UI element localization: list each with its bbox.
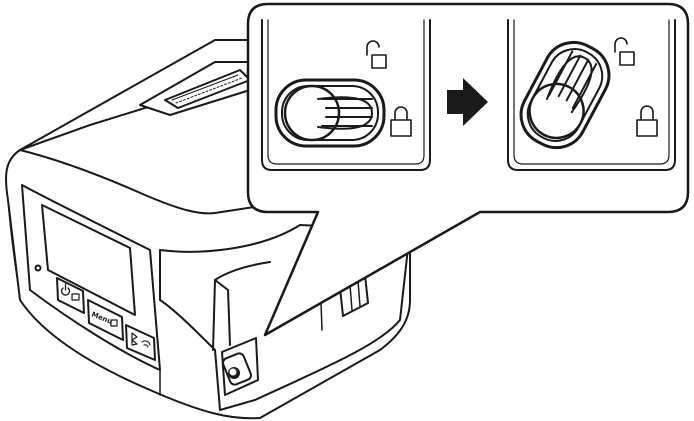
status-led xyxy=(34,264,42,272)
lock-icon xyxy=(636,105,658,137)
ok-icon xyxy=(110,319,118,327)
bluetooth-icon xyxy=(131,332,138,346)
lock-switch-locked xyxy=(519,40,611,150)
printer-body: Menu xyxy=(5,39,411,420)
lock-switch-unlocked xyxy=(274,78,386,148)
cover-lock-switch[interactable] xyxy=(221,337,259,396)
unlock-icon xyxy=(366,40,387,69)
feed-icon xyxy=(71,293,80,301)
power-icon xyxy=(60,283,71,296)
wifi-icon xyxy=(141,340,151,348)
bluetooth-button[interactable] xyxy=(125,324,156,361)
lcd-screen xyxy=(41,204,136,316)
power-button[interactable] xyxy=(56,277,85,314)
unlock-icon xyxy=(614,37,635,66)
step-after-panel xyxy=(507,19,676,171)
step-before-panel xyxy=(261,19,431,171)
arrow-right-icon xyxy=(447,78,488,126)
lock-icon xyxy=(390,106,412,137)
menu-button[interactable]: Menu xyxy=(87,299,124,341)
